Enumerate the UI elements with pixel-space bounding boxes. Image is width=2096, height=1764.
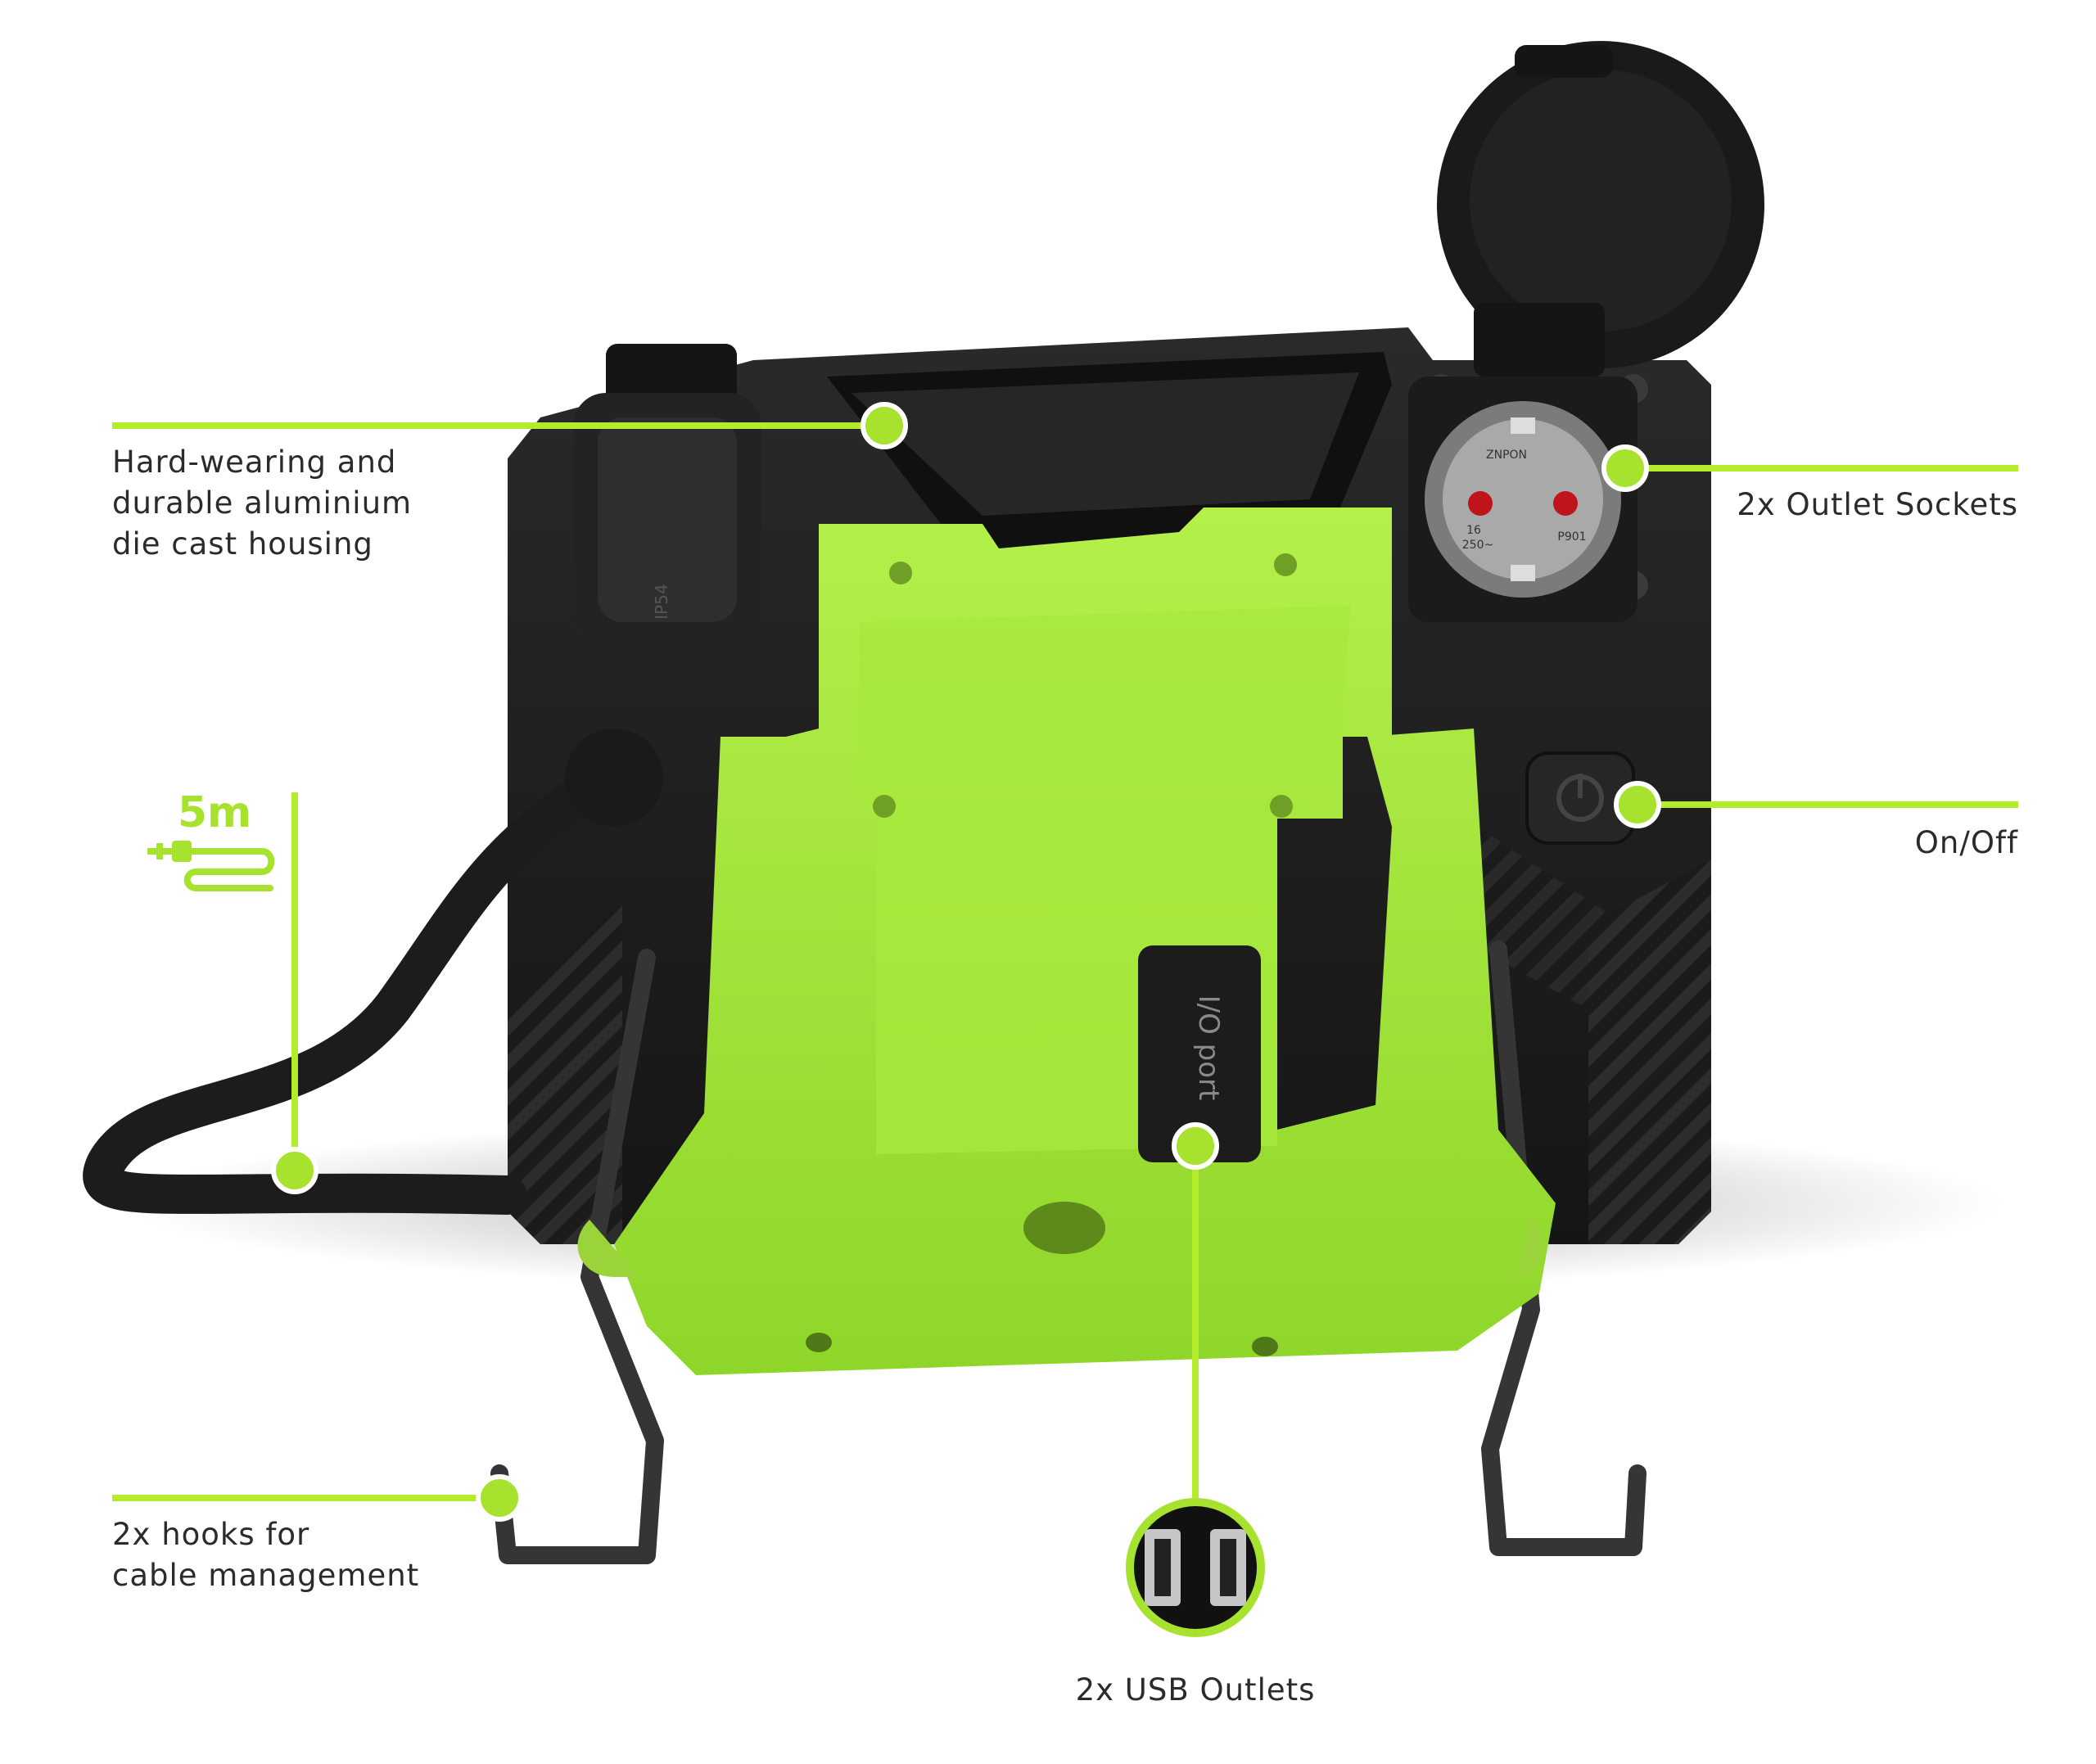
- socket-marking: P901: [1557, 530, 1586, 544]
- callout-dot-usb: [1172, 1122, 1219, 1170]
- callout-dot-hooks: [476, 1474, 523, 1522]
- callout-dot-sockets: [1601, 444, 1649, 492]
- socket-pin-hole: [1553, 491, 1578, 516]
- callout-dot-cable: [271, 1147, 318, 1194]
- io-port-cover: [1138, 945, 1261, 1162]
- callout-lines: [112, 422, 2018, 1501]
- callout-label-housing: Hard-wearing and durable aluminium die c…: [112, 444, 413, 562]
- callout-dot-housing: [861, 402, 908, 449]
- socket-marking: 16: [1466, 524, 1481, 537]
- socket-marking: ZNPON: [1486, 449, 1527, 462]
- io-port-label: I/O port: [1192, 995, 1225, 1101]
- green-stand: I/O port: [577, 508, 1556, 1375]
- power-cable: [83, 758, 630, 1215]
- socket-pin-hole: [1468, 491, 1493, 516]
- plug-cable-icon: 5m: [147, 788, 275, 891]
- power-button: [1525, 751, 1635, 845]
- callout-label-sockets: 2x Outlet Sockets: [1737, 487, 2018, 522]
- socket-marking: IP54: [652, 584, 671, 619]
- callout-dot-onoff: [1614, 781, 1661, 828]
- callout-dots: [271, 402, 1661, 1522]
- callout-label-usb: 2x USB Outlets: [1075, 1672, 1316, 1708]
- usb-detail: [1126, 1498, 1265, 1637]
- callout-label-onoff: On/Off: [1914, 825, 2018, 860]
- callout-label-hooks: 2x hooks for cable management: [112, 1517, 420, 1593]
- cable-length-label: 5m: [178, 788, 251, 837]
- left-outlet-socket: IP54: [573, 344, 761, 647]
- socket-marking: 250~: [1462, 539, 1493, 552]
- right-outlet-socket: ZNPON P901 16 250~: [1408, 41, 1764, 622]
